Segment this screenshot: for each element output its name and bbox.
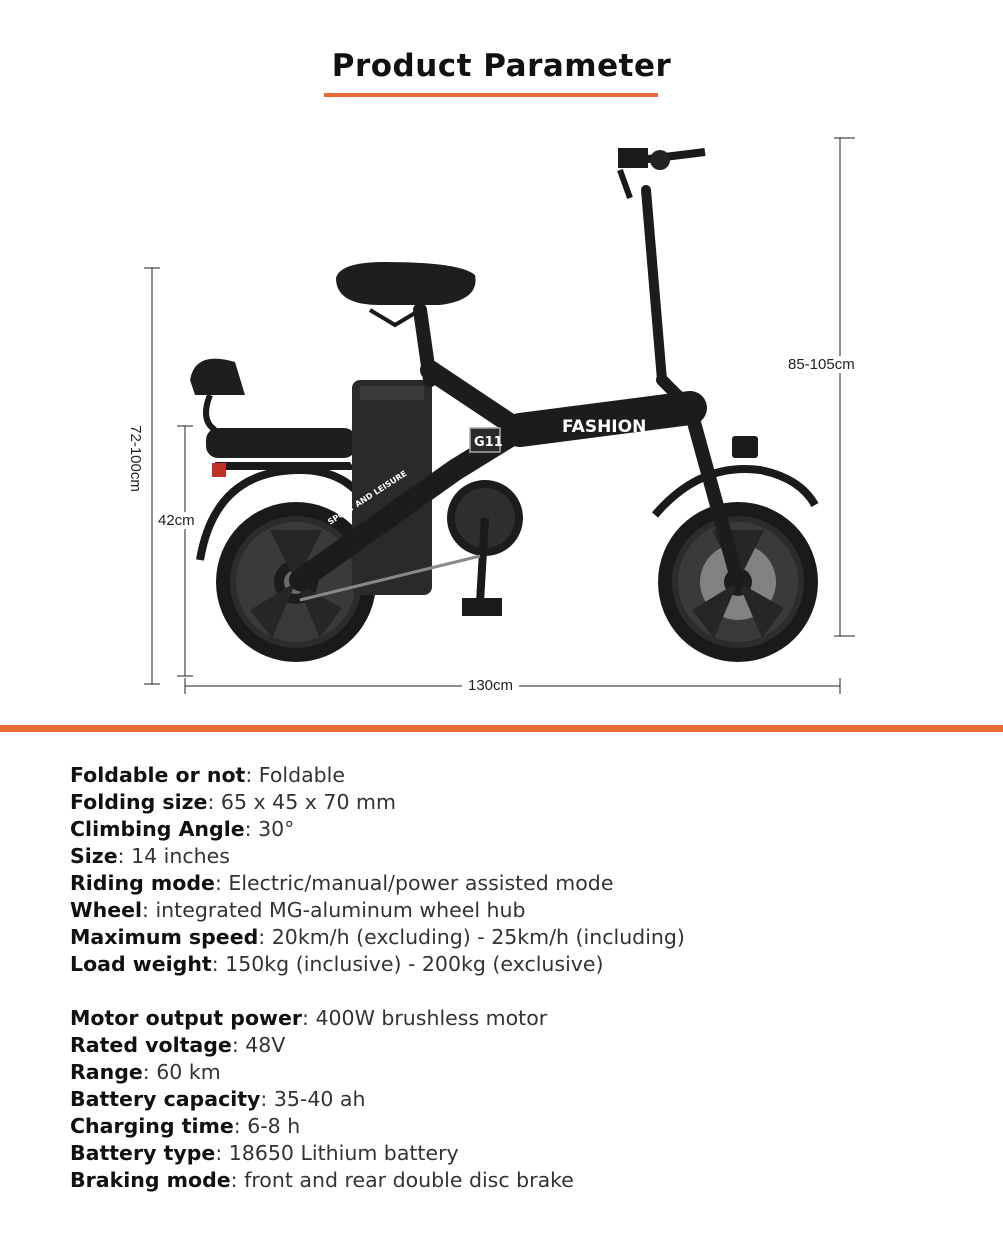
dimension-seat-height: 72-100cm — [126, 425, 144, 492]
dimension-total-height: 85-105cm — [788, 356, 855, 373]
brand-text: FASHION — [562, 417, 646, 437]
chain — [299, 554, 481, 602]
seat — [336, 262, 476, 305]
spec-row: Wheel: integrated MG-aluminum wheel hub — [70, 898, 526, 922]
spec-row: Battery type: 18650 Lithium battery — [70, 1141, 459, 1165]
spec-row: Rated voltage: 48V — [70, 1033, 286, 1057]
spec-row: Size: 14 inches — [70, 844, 230, 868]
spec-row: Load weight: 150kg (inclusive) - 200kg (… — [70, 952, 604, 976]
front-fender — [651, 465, 819, 518]
backrest — [190, 358, 245, 395]
rear-seat — [206, 428, 356, 458]
spec-row: Foldable or not: Foldable — [70, 763, 345, 787]
model-text: G11 — [474, 435, 503, 450]
headlight — [732, 436, 758, 458]
spec-row: Range: 60 km — [70, 1060, 221, 1084]
spec-row: Riding mode: Electric/manual/power assis… — [70, 871, 614, 895]
pedal — [462, 598, 502, 616]
spec-row: Climbing Angle: 30° — [70, 817, 295, 841]
spec-row: Motor output power: 400W brushless motor — [70, 1006, 548, 1030]
title-underline — [324, 93, 658, 97]
spec-row: Charging time: 6-8 h — [70, 1114, 301, 1138]
spec-row: Braking mode: front and rear double disc… — [70, 1168, 574, 1192]
tail-light — [212, 463, 226, 477]
section-divider — [0, 725, 1003, 732]
dimension-rack-height: 42cm — [158, 512, 195, 529]
bike-diagram: FASHION G11 SPORT AND LEISURE — [144, 137, 855, 694]
spec-row: Maximum speed: 20km/h (excluding) - 25km… — [70, 925, 685, 949]
spec-row: Battery capacity: 35-40 ah — [70, 1087, 366, 1111]
spec-group-power: Motor output power: 400W brushless motor… — [70, 1005, 685, 1194]
spec-group-general: Foldable or not: Foldable Folding size: … — [70, 762, 685, 978]
dimension-length: 130cm — [462, 677, 520, 694]
page-title: Product Parameter — [331, 48, 672, 84]
spec-list: Foldable or not: Foldable Folding size: … — [70, 762, 685, 1194]
spec-row: Folding size: 65 x 45 x 70 mm — [70, 790, 396, 814]
